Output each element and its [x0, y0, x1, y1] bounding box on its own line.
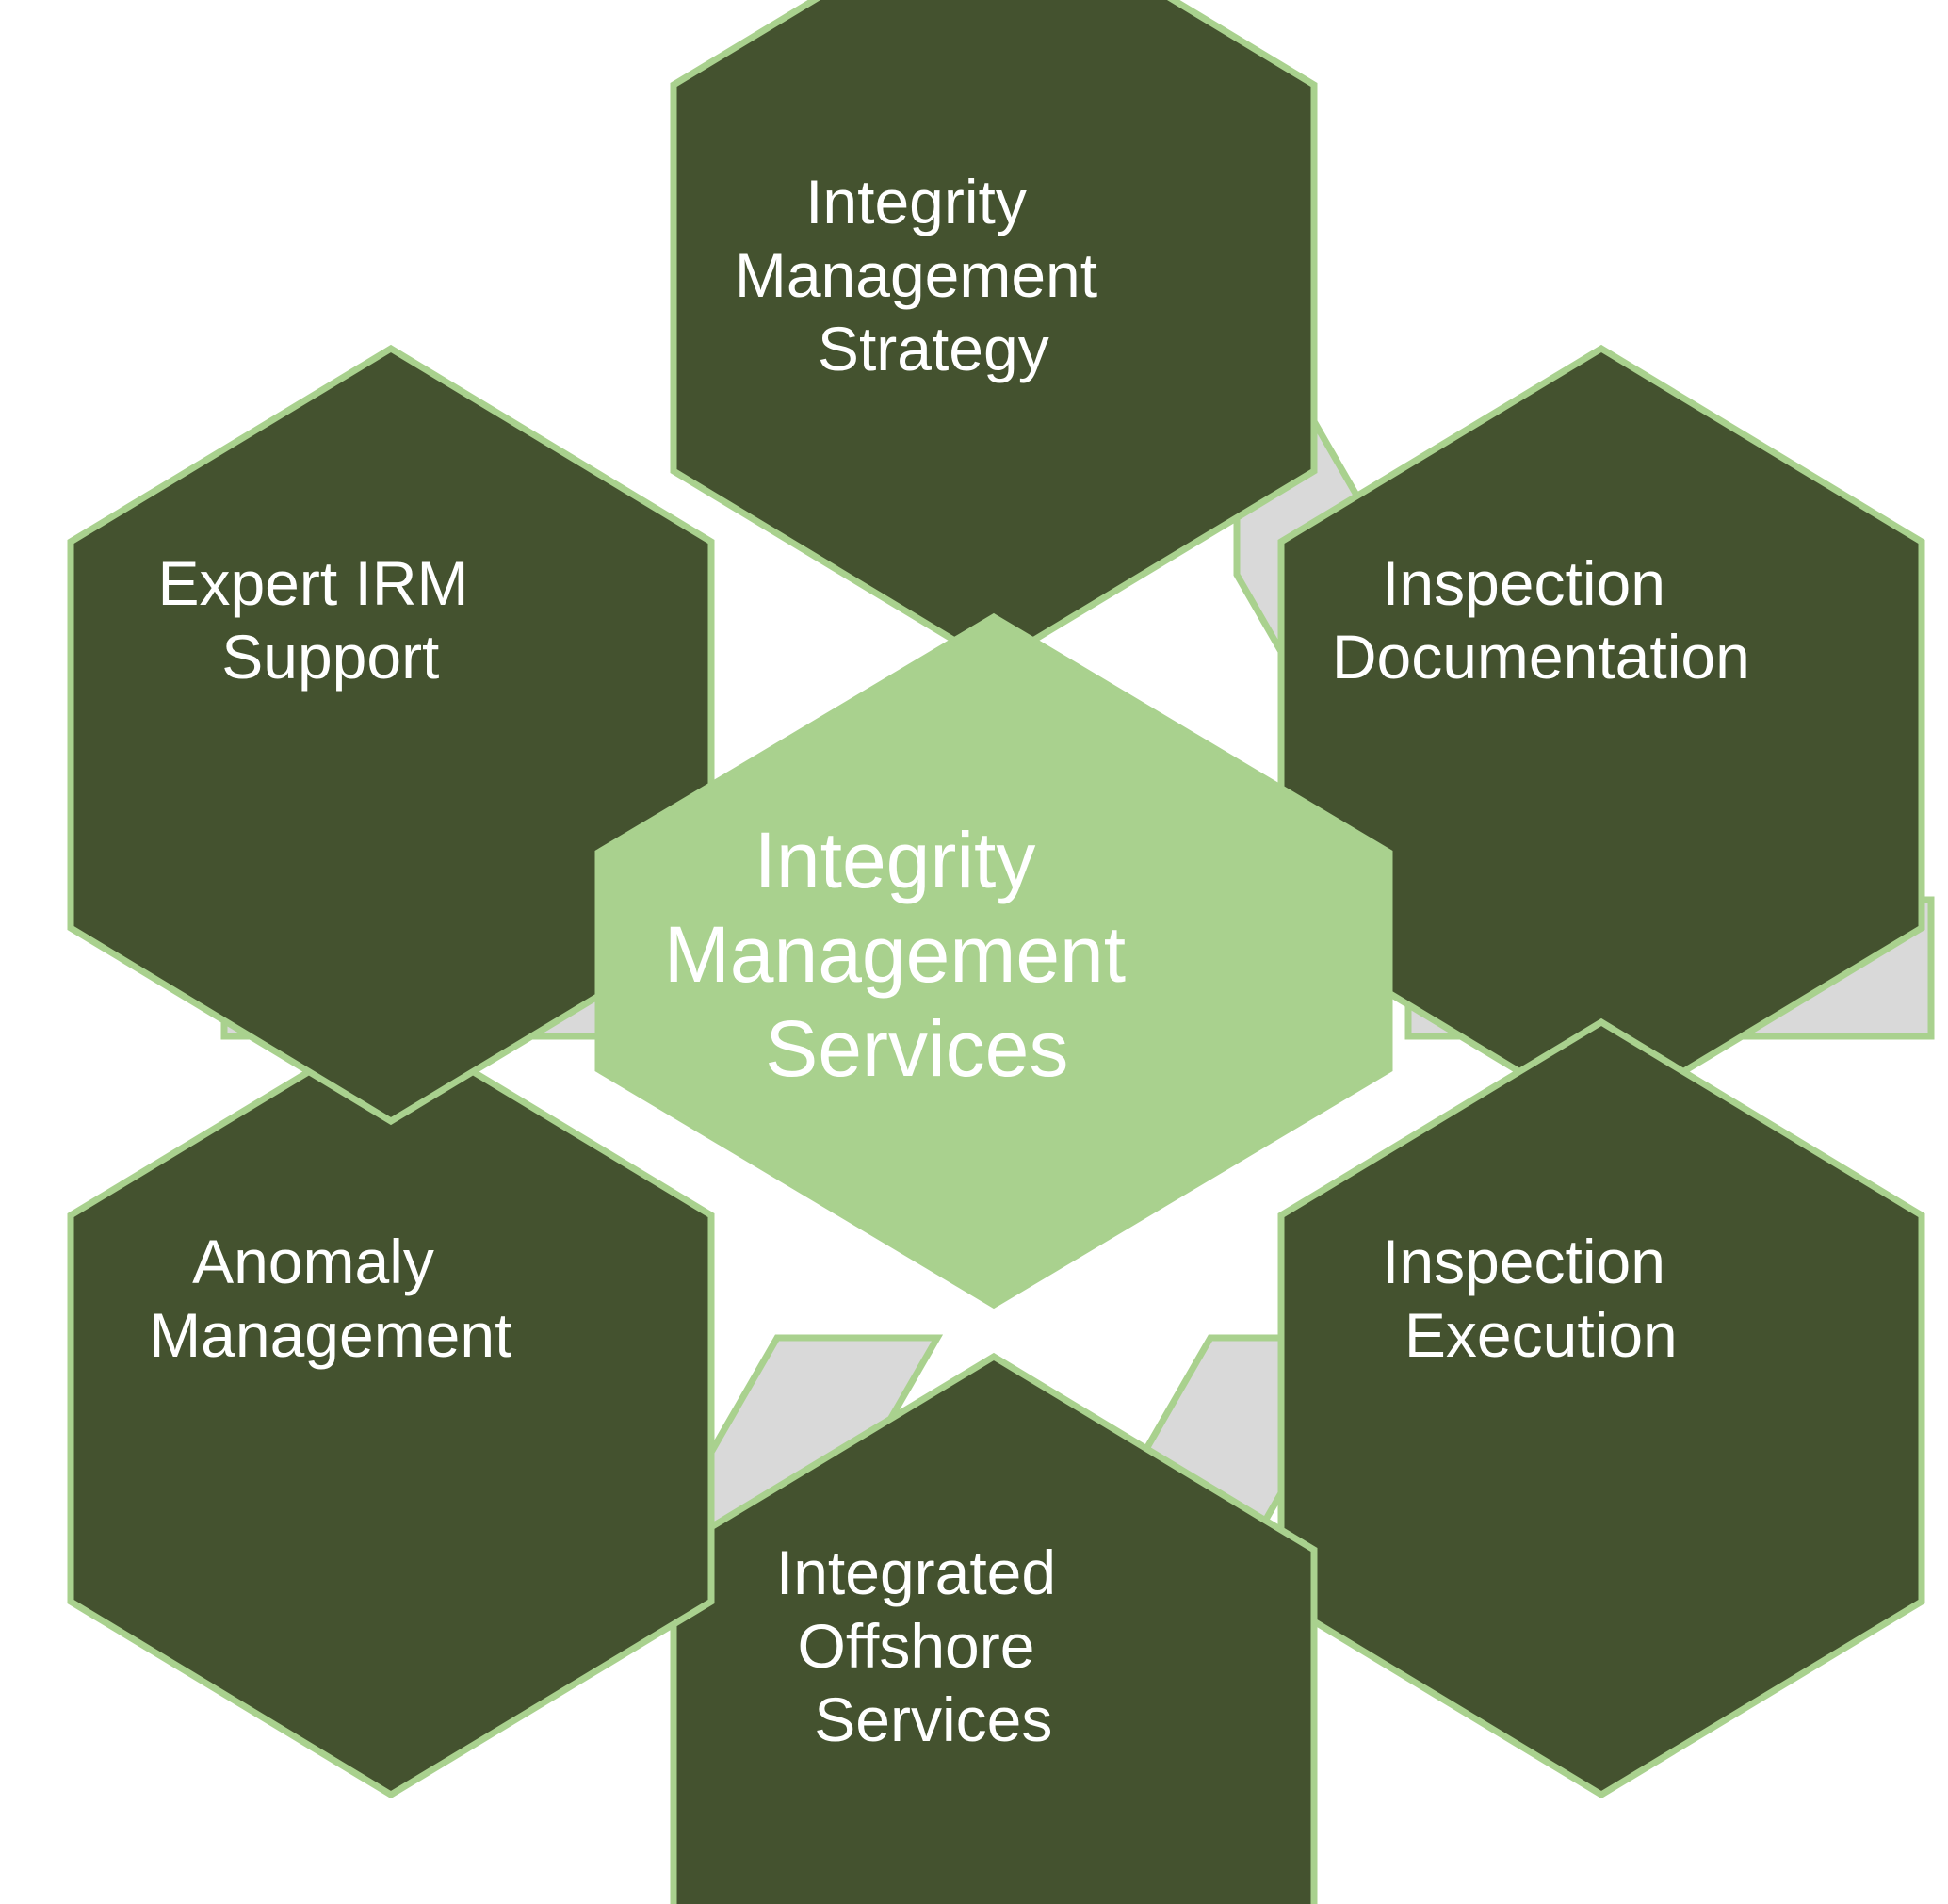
hex-integrated-offshore-services[interactable]: Integrated Offshore Services — [0, 0, 1318, 1904]
hex-integrity-management-services[interactable]: Integrity Management Services — [0, 0, 1393, 1310]
hex-shape-expert-irm-support[interactable] — [67, 344, 715, 1126]
hex-shape-integrity-management-services[interactable] — [594, 612, 1393, 1310]
hex-expert-irm-support[interactable]: Expert IRM Support — [0, 0, 715, 1126]
hex-label-expert-irm-support: Expert IRM Support — [0, 0, 625, 692]
hex-anomaly-management[interactable]: Anomaly Management — [0, 0, 715, 1799]
hex-inspection-documentation[interactable]: Inspection Documentation — [0, 0, 1925, 1126]
hex-label-integrity-management-strategy: Integrity Management Strategy — [0, 0, 1253, 383]
hex-shape-inspection-execution[interactable] — [1277, 1017, 1925, 1799]
hex-label-inspection-execution: Inspection Execution — [0, 0, 1821, 1370]
hex-label-integrated-offshore-services: Integrated Offshore Services — [0, 0, 1211, 1754]
hex-label-integrity-management-services: Integrity Management Services — [0, 0, 1323, 1093]
hex-label-anomaly-management: Anomaly Management — [0, 0, 633, 1370]
hex-inspection-execution[interactable]: Inspection Execution — [0, 0, 1925, 1799]
hex-label-inspection-documentation: Inspection Documentation — [0, 0, 1871, 692]
hex-shape-anomaly-management[interactable] — [67, 1017, 715, 1799]
